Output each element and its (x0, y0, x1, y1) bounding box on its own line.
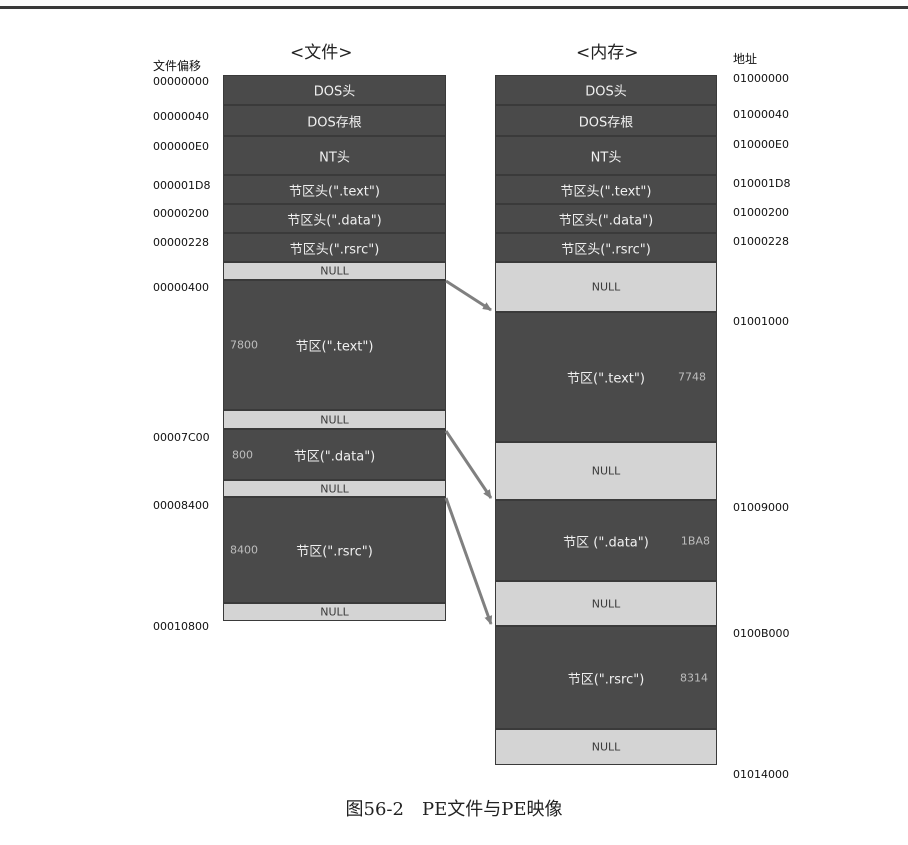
file-section-size: 7800 (230, 338, 258, 352)
file-block-dos-stub: DOS存根 (223, 105, 446, 136)
memory-section-size: 1BA8 (680, 534, 710, 547)
memory-address: 01000040 (733, 108, 789, 121)
file-block-null: NULL (223, 410, 446, 429)
file-offset: 00007C00 (153, 431, 210, 444)
file-block-null: NULL (223, 262, 446, 280)
file-offset: 00000040 (153, 110, 209, 123)
file-block-label: 节区头(".text") (289, 184, 380, 199)
memory-block-section-text: 节区(".text") 7748 (495, 312, 717, 442)
memory-block-label: DOS存根 (578, 115, 634, 130)
memory-block-dos-stub: DOS存根 (495, 105, 717, 136)
file-block-section-header-rsrc: 节区头(".rsrc") (223, 233, 446, 262)
memory-block-null: NULL (495, 262, 717, 312)
file-offset: 00000000 (153, 75, 209, 88)
memory-block-label: 节区(".text") (567, 371, 645, 387)
memory-address: 01000200 (733, 206, 789, 219)
file-block-nt-header: NT头 (223, 136, 446, 175)
memory-address: 01001000 (733, 315, 789, 328)
file-block-section-data: 800 节区(".data") (223, 429, 446, 480)
memory-block-section-header-text: 节区头(".text") (495, 175, 717, 204)
file-block-label: NULL (320, 413, 349, 426)
memory-block-null: NULL (495, 581, 717, 626)
memory-address: 0100B000 (733, 627, 790, 640)
figure-caption: 图56-2 PE文件与PE映像 (345, 799, 563, 820)
memory-block-section-rsrc: 节区(".rsrc") 8314 (495, 626, 717, 729)
file-block-section-text: 7800 节区(".text") (223, 280, 446, 410)
memory-block-nt-header: NT头 (495, 136, 717, 175)
file-block-dos-header: DOS头 (223, 75, 446, 105)
memory-block-label: NT头 (590, 150, 622, 165)
file-block-section-header-text: 节区头(".text") (223, 175, 446, 204)
file-offset: 00000228 (153, 236, 209, 249)
file-block-null: NULL (223, 603, 446, 621)
memory-section-size: 8314 (680, 671, 708, 684)
memory-block-label: 节区头(".text") (560, 184, 652, 199)
memory-block-label: 节区(".rsrc") (567, 672, 645, 687)
memory-block-dos-header: DOS头 (495, 75, 717, 105)
file-block-label: NULL (320, 605, 349, 619)
memory-block-section-header-data: 节区头(".data") (495, 204, 717, 233)
file-block-label: NULL (320, 264, 349, 278)
memory-address: 01009000 (733, 501, 789, 514)
file-offset: 000000E0 (153, 140, 209, 153)
file-section-size: 8400 (230, 543, 258, 557)
memory-block-section-data: 节区 (".data") 1BA8 (495, 500, 717, 581)
memory-address-header: 地址 (733, 52, 758, 66)
arrow-text-section (445, 279, 492, 312)
file-offset: 00000200 (153, 207, 209, 220)
memory-block-section-header-rsrc: 节区头(".rsrc") (495, 233, 717, 262)
memory-block-label: 节区头(".data") (558, 213, 654, 228)
memory-block-label: NULL (591, 280, 621, 294)
file-offset: 00008400 (153, 499, 209, 512)
memory-block-label: DOS头 (585, 84, 627, 100)
file-block-label: 节区头(".data") (287, 213, 382, 228)
file-block-section-rsrc: 8400 节区(".rsrc") (223, 497, 446, 603)
memory-block-label: 节区头(".rsrc") (561, 242, 651, 257)
file-section-size: 800 (232, 448, 253, 461)
memory-block-null: NULL (495, 729, 717, 765)
file-block-label: DOS存根 (307, 115, 362, 130)
file-block-label: NT头 (319, 150, 350, 165)
memory-block-label: NULL (591, 597, 621, 610)
memory-column-title: <内存> (576, 43, 639, 63)
memory-block-label: NULL (591, 464, 621, 478)
arrow-rsrc-section (444, 497, 493, 625)
file-offset: 00010800 (153, 620, 209, 633)
memory-address: 010000E0 (733, 138, 789, 151)
top-rule (0, 6, 908, 9)
file-block-label: DOS头 (313, 84, 356, 100)
arrow-data-section (444, 430, 493, 499)
file-column-title: <文件> (290, 43, 353, 63)
file-block-label: NULL (320, 482, 349, 495)
file-block-label: 节区(".rsrc") (296, 544, 373, 560)
memory-address: 01014000 (733, 768, 789, 781)
file-block-label: 节区(".text") (295, 339, 374, 355)
file-block-label: 节区(".data") (293, 449, 376, 464)
memory-address: 01000000 (733, 72, 789, 85)
memory-block-label: NULL (591, 740, 621, 754)
memory-section-size: 7748 (678, 370, 706, 384)
file-offset: 000001D8 (153, 179, 211, 192)
file-block-label: 节区头(".rsrc") (289, 242, 380, 257)
file-offset: 00000400 (153, 281, 209, 294)
memory-block-null: NULL (495, 442, 717, 500)
file-offset-header: 文件偏移 (153, 59, 202, 73)
file-block-section-header-data: 节区头(".data") (223, 204, 446, 233)
memory-address: 01000228 (733, 235, 789, 248)
memory-block-label: 节区 (".data") (563, 535, 649, 550)
file-block-null: NULL (223, 480, 446, 497)
memory-address: 010001D8 (733, 177, 791, 190)
